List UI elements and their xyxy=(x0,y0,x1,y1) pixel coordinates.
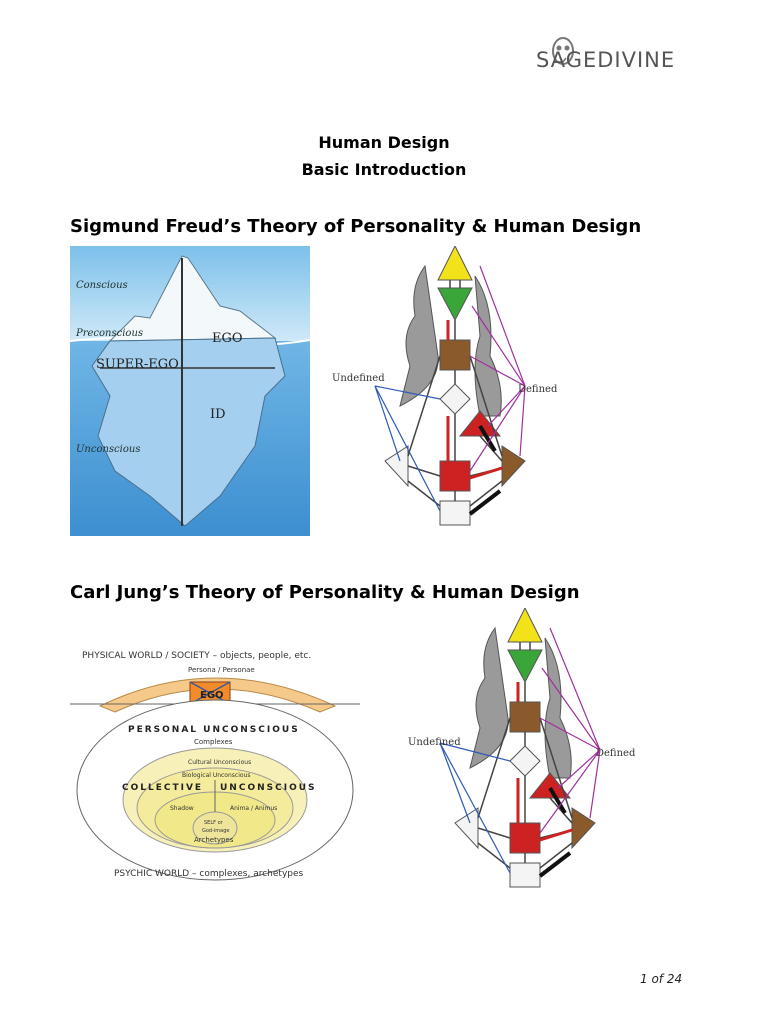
page-number: 1 of 24 xyxy=(640,972,683,986)
personal-unconscious-label: PERSONAL UNCONSCIOUS xyxy=(128,725,300,735)
collective-label: COLLECTIVE xyxy=(122,783,203,793)
bodygraph-defined-label: Defined xyxy=(518,384,558,395)
page-subtitle: Basic Introduction xyxy=(301,160,467,179)
iceberg-preconscious-label: Preconscious xyxy=(75,328,143,339)
bodygraph-undefined-label: Undefined xyxy=(332,373,385,384)
iceberg-superego-label: SUPER-EGO xyxy=(96,357,179,372)
bodygraph2-defined-label: Defined xyxy=(596,748,636,759)
sagedivine-logo: SAGEDIVINE xyxy=(532,36,702,86)
human-design-bodygraph-2: Undefined Defined xyxy=(408,608,636,888)
psychic-world-label: PSYCHIC WORLD – complexes, archetypes xyxy=(114,869,304,879)
jung-psyche-diagram: PHYSICAL WORLD / SOCIETY – objects, peop… xyxy=(70,651,360,881)
anima-label: Anima / Animus xyxy=(230,805,277,812)
bodygraph2-undefined-label: Undefined xyxy=(408,737,461,748)
archetypes-label: Archetypes xyxy=(194,836,234,844)
section-heading-freud: Sigmund Freud’s Theory of Personality & … xyxy=(70,216,642,237)
iceberg-ego-label: EGO xyxy=(212,331,243,346)
logo-text: SAGEDIVINE xyxy=(536,48,676,72)
section-heading-jung: Carl Jung’s Theory of Personality & Huma… xyxy=(70,582,580,603)
shadow-label: Shadow xyxy=(170,805,194,812)
physical-world-label: PHYSICAL WORLD / SOCIETY – objects, peop… xyxy=(82,651,311,661)
owl-icon xyxy=(552,37,574,65)
iceberg-conscious-label: Conscious xyxy=(76,280,128,291)
god-image-label: God-image xyxy=(202,828,230,834)
iceberg-unconscious-label: Unconscious xyxy=(76,444,140,455)
cultural-unconscious-label: Cultural Unconscious xyxy=(188,759,251,766)
page-title: Human Design xyxy=(318,133,450,152)
human-design-bodygraph: Undefined Defined xyxy=(332,246,558,526)
biological-unconscious-label: Biological Unconscious xyxy=(182,772,250,779)
unconscious-label: UNCONSCIOUS xyxy=(220,783,317,793)
freud-iceberg-diagram: Conscious Preconscious EGO SUPER-EGO ID … xyxy=(70,246,310,536)
complexes-label: Complexes xyxy=(194,738,233,746)
persona-label: Persona / Personae xyxy=(188,666,255,674)
self-label: SELF or xyxy=(204,820,224,826)
iceberg-id-label: ID xyxy=(210,407,226,422)
jung-ego-label: EGO xyxy=(200,690,224,701)
